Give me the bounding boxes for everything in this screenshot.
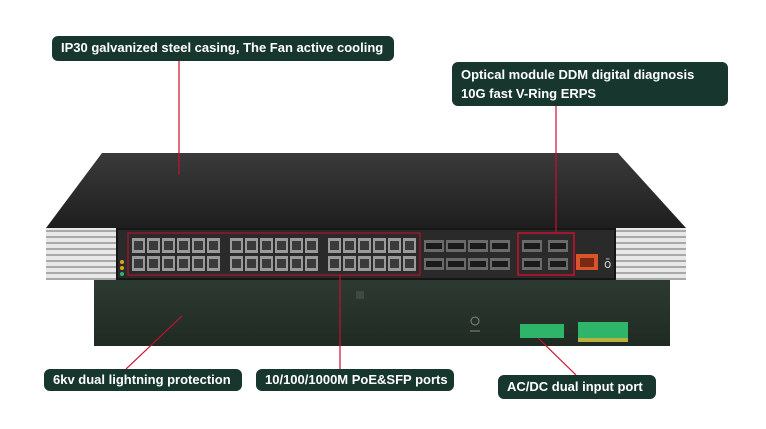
rj45-port-socket bbox=[390, 259, 399, 268]
rj45-port-socket bbox=[360, 259, 369, 268]
sfp-port-slot bbox=[448, 261, 464, 267]
rj45-ports bbox=[132, 238, 416, 271]
callout-casing: IP30 galvanized steel casing, The Fan ac… bbox=[52, 36, 394, 61]
status-leds bbox=[120, 260, 124, 276]
rj45-port-socket bbox=[330, 259, 339, 268]
rj45-port-socket bbox=[164, 241, 173, 250]
rj45-port-socket bbox=[232, 241, 241, 250]
rj45-port-socket bbox=[179, 259, 188, 268]
sfp-port-slot bbox=[426, 243, 442, 249]
ground-icon bbox=[470, 316, 480, 326]
rj45-port-socket bbox=[134, 259, 143, 268]
terminal-block-right bbox=[578, 322, 628, 338]
rj45-port-socket bbox=[262, 241, 271, 250]
sfp-port-slot bbox=[470, 261, 486, 267]
sfp-port-slot bbox=[492, 261, 508, 267]
left-vent bbox=[46, 228, 116, 280]
rj45-port-socket bbox=[375, 259, 384, 268]
rj45-port-socket bbox=[405, 241, 414, 250]
callout-power: AC/DC dual input port bbox=[498, 375, 656, 399]
sfp-port-slot bbox=[492, 243, 508, 249]
rj45-port-socket bbox=[194, 259, 203, 268]
rj45-port-socket bbox=[330, 241, 339, 250]
rj45-port-socket bbox=[277, 241, 286, 250]
rj45-port-socket bbox=[262, 259, 271, 268]
rear-panel bbox=[94, 280, 670, 346]
rj45-port-socket bbox=[134, 241, 143, 250]
rj45-port-socket bbox=[194, 241, 203, 250]
sfp-port-slot bbox=[524, 243, 540, 249]
sfp-port-slot bbox=[426, 261, 442, 267]
rj45-port-socket bbox=[292, 241, 301, 250]
terminal-block-left bbox=[520, 324, 564, 338]
rj45-port-socket bbox=[209, 241, 218, 250]
rj45-port-socket bbox=[360, 241, 369, 250]
rj45-port-socket bbox=[277, 259, 286, 268]
rj45-port-socket bbox=[375, 241, 384, 250]
sfp-port-slot bbox=[448, 243, 464, 249]
rj45-port-socket bbox=[292, 259, 301, 268]
rj45-port-socket bbox=[164, 259, 173, 268]
rj45-port-socket bbox=[390, 241, 399, 250]
rj45-port-socket bbox=[307, 241, 316, 250]
callout-lightning: 6kv dual lightning protection bbox=[44, 369, 242, 391]
svg-text:ō: ō bbox=[604, 257, 611, 271]
rj45-port-socket bbox=[232, 259, 241, 268]
rj45-port-socket bbox=[345, 259, 354, 268]
rj45-port-socket bbox=[149, 241, 158, 250]
callout-ports: 10/100/1000M PoE&SFP ports bbox=[256, 369, 454, 391]
sfp-port-slot bbox=[550, 261, 566, 267]
chassis-top bbox=[46, 153, 686, 228]
sfp-port-slot bbox=[524, 261, 540, 267]
rj45-port-socket bbox=[307, 259, 316, 268]
sfp-ports bbox=[424, 240, 568, 270]
rj45-port-socket bbox=[247, 241, 256, 250]
sfp-port-slot bbox=[550, 243, 566, 249]
rj45-port-socket bbox=[247, 259, 256, 268]
right-vent bbox=[616, 228, 686, 280]
leader-lines bbox=[125, 61, 577, 376]
rj45-port-socket bbox=[405, 259, 414, 268]
callout-optical: Optical module DDM digital diagnosis 10G… bbox=[452, 62, 728, 106]
rj45-port-socket bbox=[209, 259, 218, 268]
callout-optical-line2: 10G fast V-Ring ERPS bbox=[461, 86, 597, 101]
callout-optical-line1: Optical module DDM digital diagnosis bbox=[461, 67, 695, 82]
rj45-port-socket bbox=[149, 259, 158, 268]
sfp-port-slot bbox=[470, 243, 486, 249]
rj45-port-socket bbox=[179, 241, 188, 250]
rj45-port-socket bbox=[345, 241, 354, 250]
